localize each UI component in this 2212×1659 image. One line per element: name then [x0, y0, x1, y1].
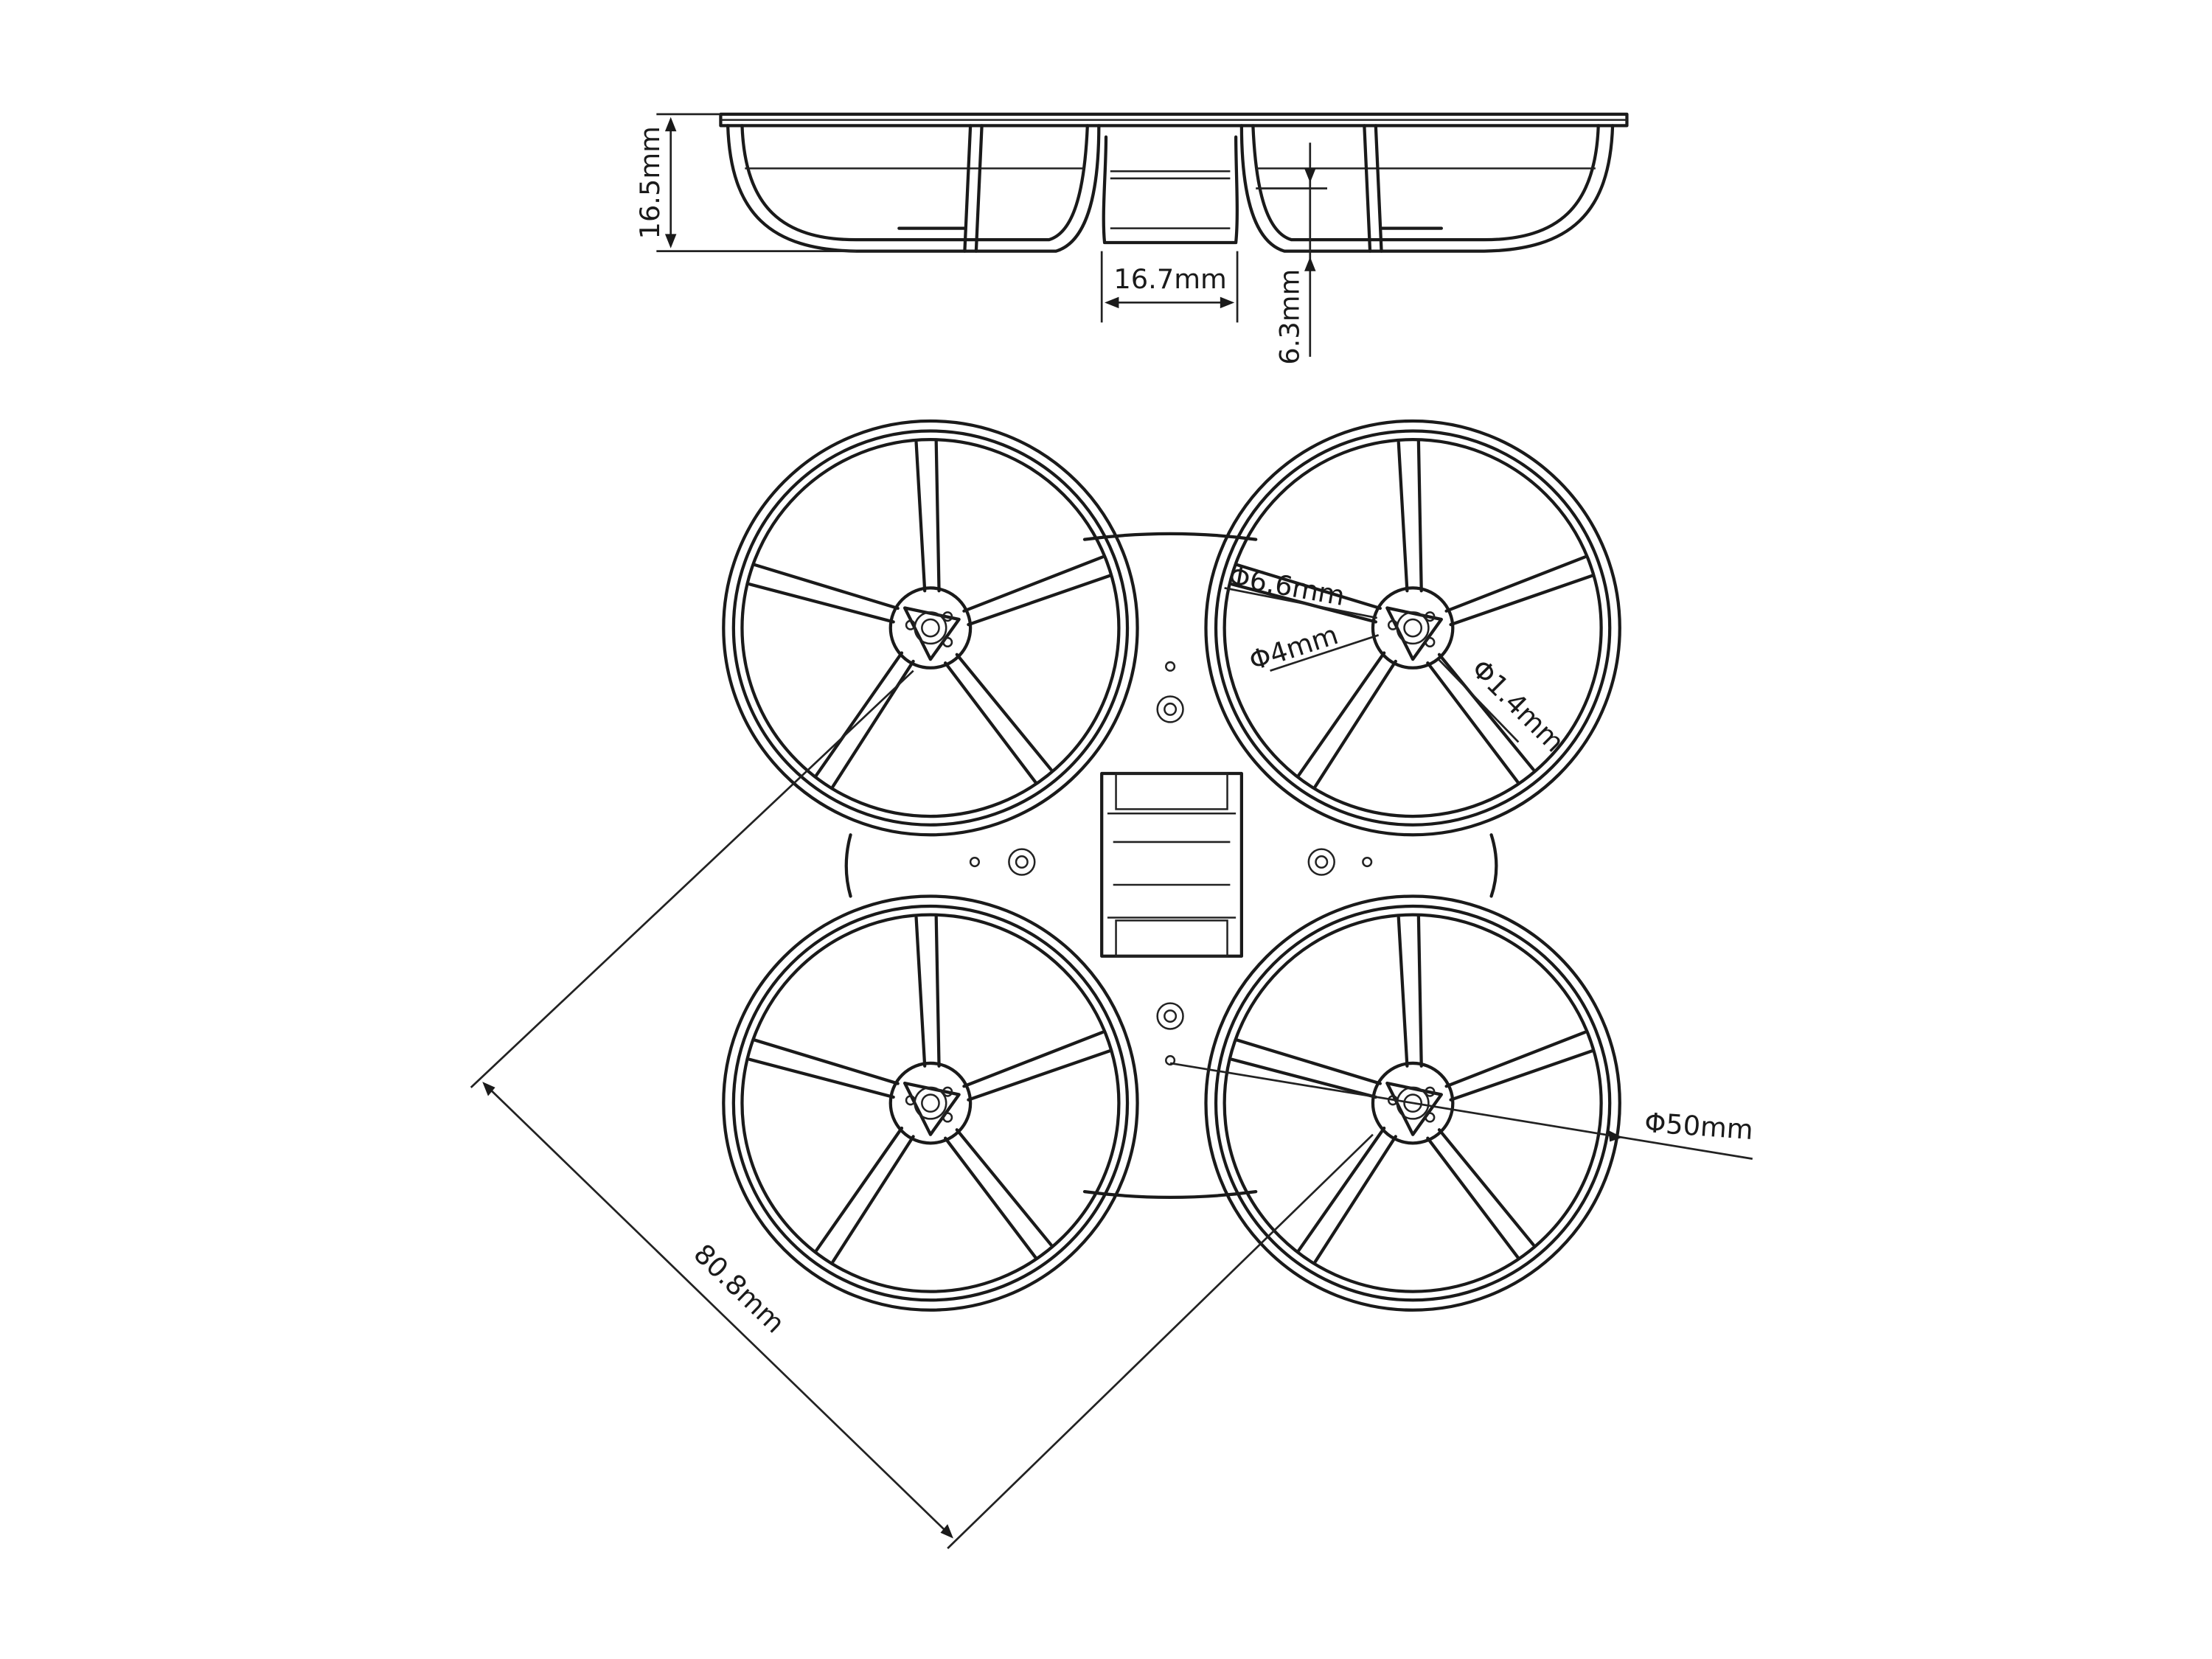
motor-mount-outer-label: Φ6.6mm: [1226, 560, 1347, 612]
body-width-label: 16.7mm: [1113, 263, 1227, 295]
duct-front-right: [1206, 421, 1619, 835]
screw-bottom: [1156, 1002, 1184, 1066]
screw-left: [969, 848, 1036, 876]
duct-front-left: [723, 421, 1137, 835]
ground-clearance-label: 6.3mm: [1273, 269, 1305, 365]
dim-body-width: 16.7mm: [1100, 251, 1239, 323]
dim-motor-mount-center: Φ4mm: [1245, 619, 1380, 677]
duct-rear-left: [723, 896, 1137, 1310]
dim-prop-guard: Φ50mm: [1169, 1062, 1754, 1160]
dim-frame-height: 16.5mm: [634, 113, 857, 252]
dim-ground-clearance: 6.3mm: [1256, 142, 1327, 365]
top-view: [723, 421, 1619, 1310]
dim-wheelbase-diagonal: 80.8mm: [470, 669, 1374, 1549]
screw-right: [1307, 848, 1373, 876]
side-view: [719, 112, 1629, 253]
frame-height-label: 16.5mm: [634, 126, 666, 240]
prop-guard-label: Φ50mm: [1644, 1107, 1754, 1146]
wheelbase-diagonal-label: 80.8mm: [687, 1238, 790, 1340]
motor-mount-center-label: Φ4mm: [1245, 619, 1342, 677]
screw-top: [1156, 661, 1184, 723]
dim-motor-mount-outer: Φ6.6mm: [1224, 560, 1378, 619]
